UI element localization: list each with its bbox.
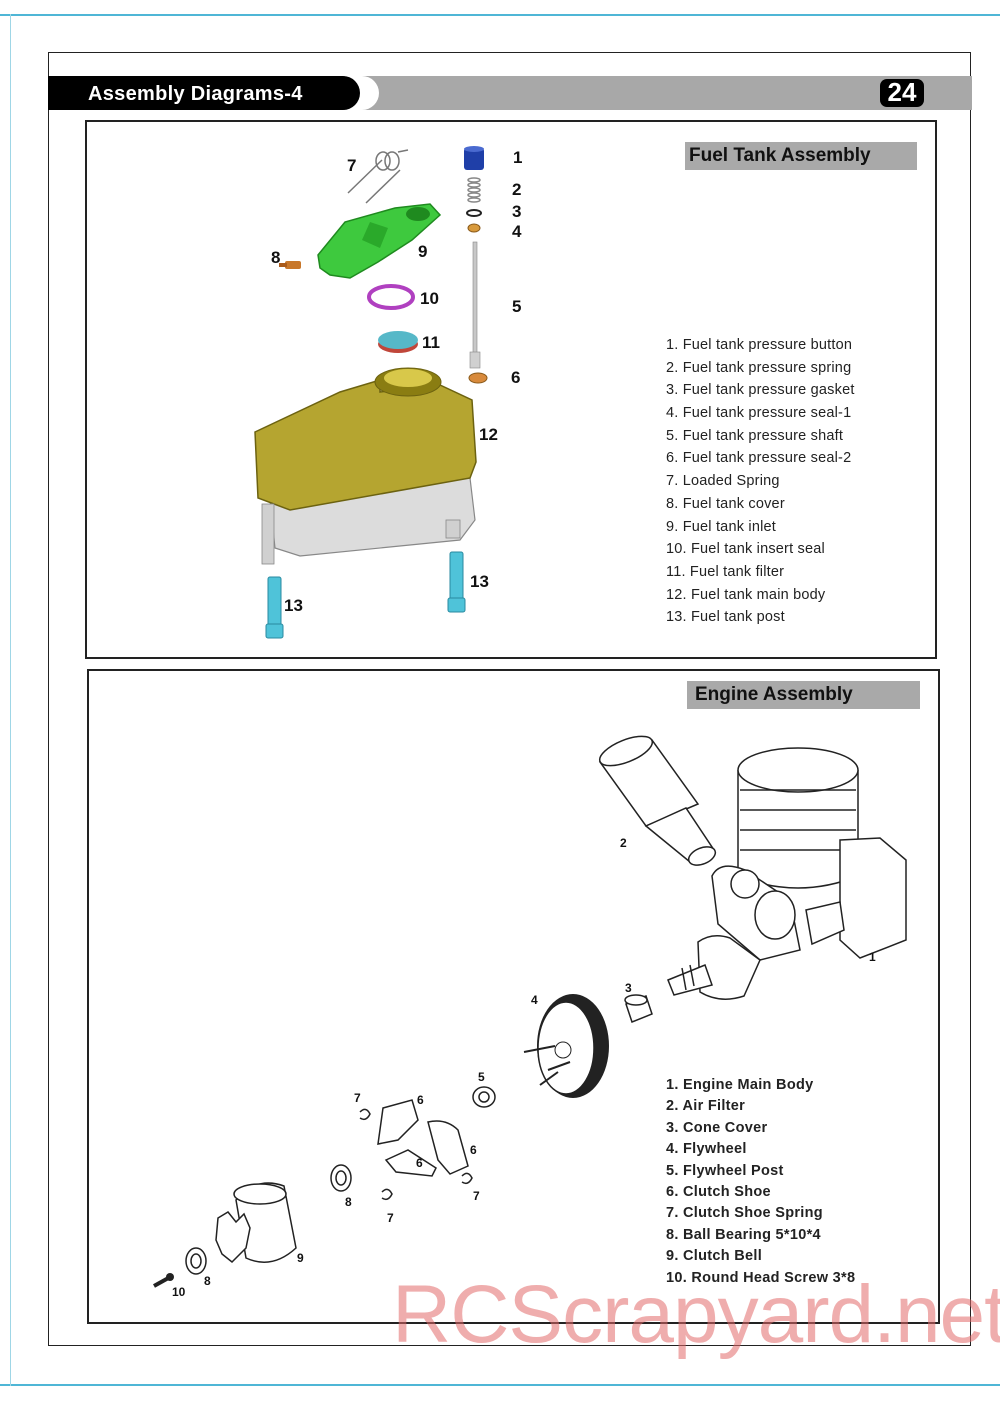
list-item: 2. Air Filter bbox=[666, 1098, 746, 1115]
page-number-badge bbox=[880, 79, 924, 107]
fuel-callout-5: 5 bbox=[512, 297, 521, 316]
list-item: 4. Flywheel bbox=[666, 1141, 747, 1158]
left-accent-line bbox=[10, 14, 11, 1386]
fuel-tank-section bbox=[85, 120, 937, 659]
flywheel-post-icon bbox=[472, 1086, 496, 1108]
engine-main-body-icon bbox=[667, 747, 907, 1000]
list-item: 1. Engine Main Body bbox=[666, 1077, 814, 1093]
pressure-seal-1-icon bbox=[467, 223, 481, 233]
list-item: 7. Clutch Shoe Spring bbox=[666, 1205, 823, 1222]
flywheel-icon bbox=[523, 994, 609, 1098]
engine-callout-6c: 6 bbox=[416, 1156, 423, 1170]
cone-cover-icon bbox=[624, 994, 653, 1023]
list-item: 3. Cone Cover bbox=[666, 1119, 768, 1136]
header-title-tab bbox=[48, 76, 360, 110]
loaded-spring-icon bbox=[347, 149, 409, 204]
engine-callout-2: 2 bbox=[620, 836, 627, 850]
bottom-accent-line bbox=[0, 1384, 1000, 1386]
fuel-callout-13a: 13 bbox=[284, 596, 303, 615]
list-item: 7. Loaded Spring bbox=[666, 473, 780, 490]
pressure-gasket-icon bbox=[466, 209, 482, 217]
engine-callout-7b: 7 bbox=[387, 1211, 394, 1225]
fuel-callout-7: 7 bbox=[347, 156, 356, 175]
clutch-bell-icon bbox=[215, 1182, 297, 1264]
engine-callout-10: 10 bbox=[172, 1285, 186, 1299]
list-item: 4. Fuel tank pressure seal-1 bbox=[666, 405, 852, 422]
fuel-tank-post-right-icon bbox=[447, 551, 466, 613]
fuel-tank-inlet-icon bbox=[317, 203, 442, 279]
engine-callout-3: 3 bbox=[625, 981, 632, 995]
engine-callout-5: 5 bbox=[478, 1070, 485, 1084]
fuel-callout-2: 2 bbox=[512, 180, 521, 199]
list-item: 9. Fuel tank inlet bbox=[666, 518, 776, 535]
engine-callout-6a: 6 bbox=[417, 1093, 424, 1107]
fuel-callout-11: 11 bbox=[422, 333, 440, 352]
list-item: 9. Clutch Bell bbox=[666, 1248, 763, 1265]
list-item: 6. Clutch Shoe bbox=[666, 1183, 771, 1200]
fuel-tank-filter-icon bbox=[378, 331, 418, 353]
engine-callout-1: 1 bbox=[869, 950, 876, 964]
round-head-screw-icon bbox=[153, 1273, 174, 1288]
page-frame bbox=[48, 52, 971, 1346]
list-item: 11. Fuel tank filter bbox=[666, 563, 785, 580]
engine-callout-8b: 8 bbox=[204, 1274, 211, 1288]
list-item: 5. Fuel tank pressure shaft bbox=[666, 427, 844, 444]
engine-callout-6b: 6 bbox=[470, 1143, 477, 1157]
clutch-shoe-icon bbox=[377, 1099, 469, 1177]
list-item: 2. Fuel tank pressure spring bbox=[666, 359, 852, 376]
engine-callout-9: 9 bbox=[297, 1251, 304, 1265]
fuel-tank-parts-list: 1. Fuel tank pressure button 2. Fuel tan… bbox=[666, 334, 855, 629]
pressure-spring-icon bbox=[467, 177, 481, 203]
list-item: 1. Fuel tank pressure button bbox=[666, 337, 853, 353]
fuel-callout-8: 8 bbox=[271, 248, 280, 267]
list-item: 3. Fuel tank pressure gasket bbox=[666, 382, 855, 399]
clutch-shoe-spring-icon bbox=[359, 1108, 473, 1201]
pressure-seal-2-icon bbox=[468, 372, 488, 384]
top-accent-line bbox=[0, 14, 1000, 16]
fuel-callout-3: 3 bbox=[512, 202, 521, 221]
fuel-callout-1: 1 bbox=[513, 148, 522, 167]
page-title: Assembly Diagrams-4 bbox=[88, 83, 303, 105]
ball-bearing-icon bbox=[185, 1164, 352, 1275]
list-item: 12. Fuel tank main body bbox=[666, 586, 826, 603]
list-item: 13. Fuel tank post bbox=[666, 609, 785, 626]
fuel-callout-12: 12 bbox=[479, 425, 498, 444]
fuel-callout-10: 10 bbox=[420, 289, 439, 308]
watermark: RCScrapyard.net bbox=[392, 1269, 1000, 1360]
fuel-tank-main-body-icon bbox=[254, 367, 477, 565]
air-filter-icon bbox=[598, 735, 717, 866]
pressure-shaft-icon bbox=[469, 241, 481, 369]
fuel-tank-insert-seal-icon bbox=[367, 284, 415, 310]
list-item: 6. Fuel tank pressure seal-2 bbox=[666, 450, 852, 467]
list-item: 10. Round Head Screw 3*8 bbox=[666, 1269, 856, 1286]
fuel-callout-9: 9 bbox=[418, 242, 427, 261]
pressure-button-icon bbox=[464, 146, 484, 170]
engine-callout-7c: 7 bbox=[473, 1189, 480, 1203]
engine-callout-8a: 8 bbox=[345, 1195, 352, 1209]
fuel-tank-section-title: Fuel Tank Assembly bbox=[685, 142, 917, 170]
engine-section-title: Engine Assembly bbox=[687, 681, 920, 709]
engine-callout-4: 4 bbox=[531, 993, 538, 1007]
fuel-tank-cover-icon bbox=[279, 261, 301, 269]
fuel-callout-13b: 13 bbox=[470, 572, 489, 591]
list-item: 8. Ball Bearing 5*10*4 bbox=[666, 1226, 821, 1243]
list-item: 5. Flywheel Post bbox=[666, 1162, 784, 1179]
fuel-tank-post-left-icon bbox=[265, 576, 284, 639]
fuel-callout-4: 4 bbox=[512, 222, 522, 241]
list-item: 8. Fuel tank cover bbox=[666, 495, 785, 512]
page-number: 24 bbox=[887, 77, 917, 107]
fuel-callout-6: 6 bbox=[511, 368, 520, 387]
engine-callout-7a: 7 bbox=[354, 1091, 361, 1105]
engine-parts-list: 1. Engine Main Body 2. Air Filter 3. Con… bbox=[666, 1075, 855, 1289]
list-item: 10. Fuel tank insert seal bbox=[666, 541, 825, 558]
